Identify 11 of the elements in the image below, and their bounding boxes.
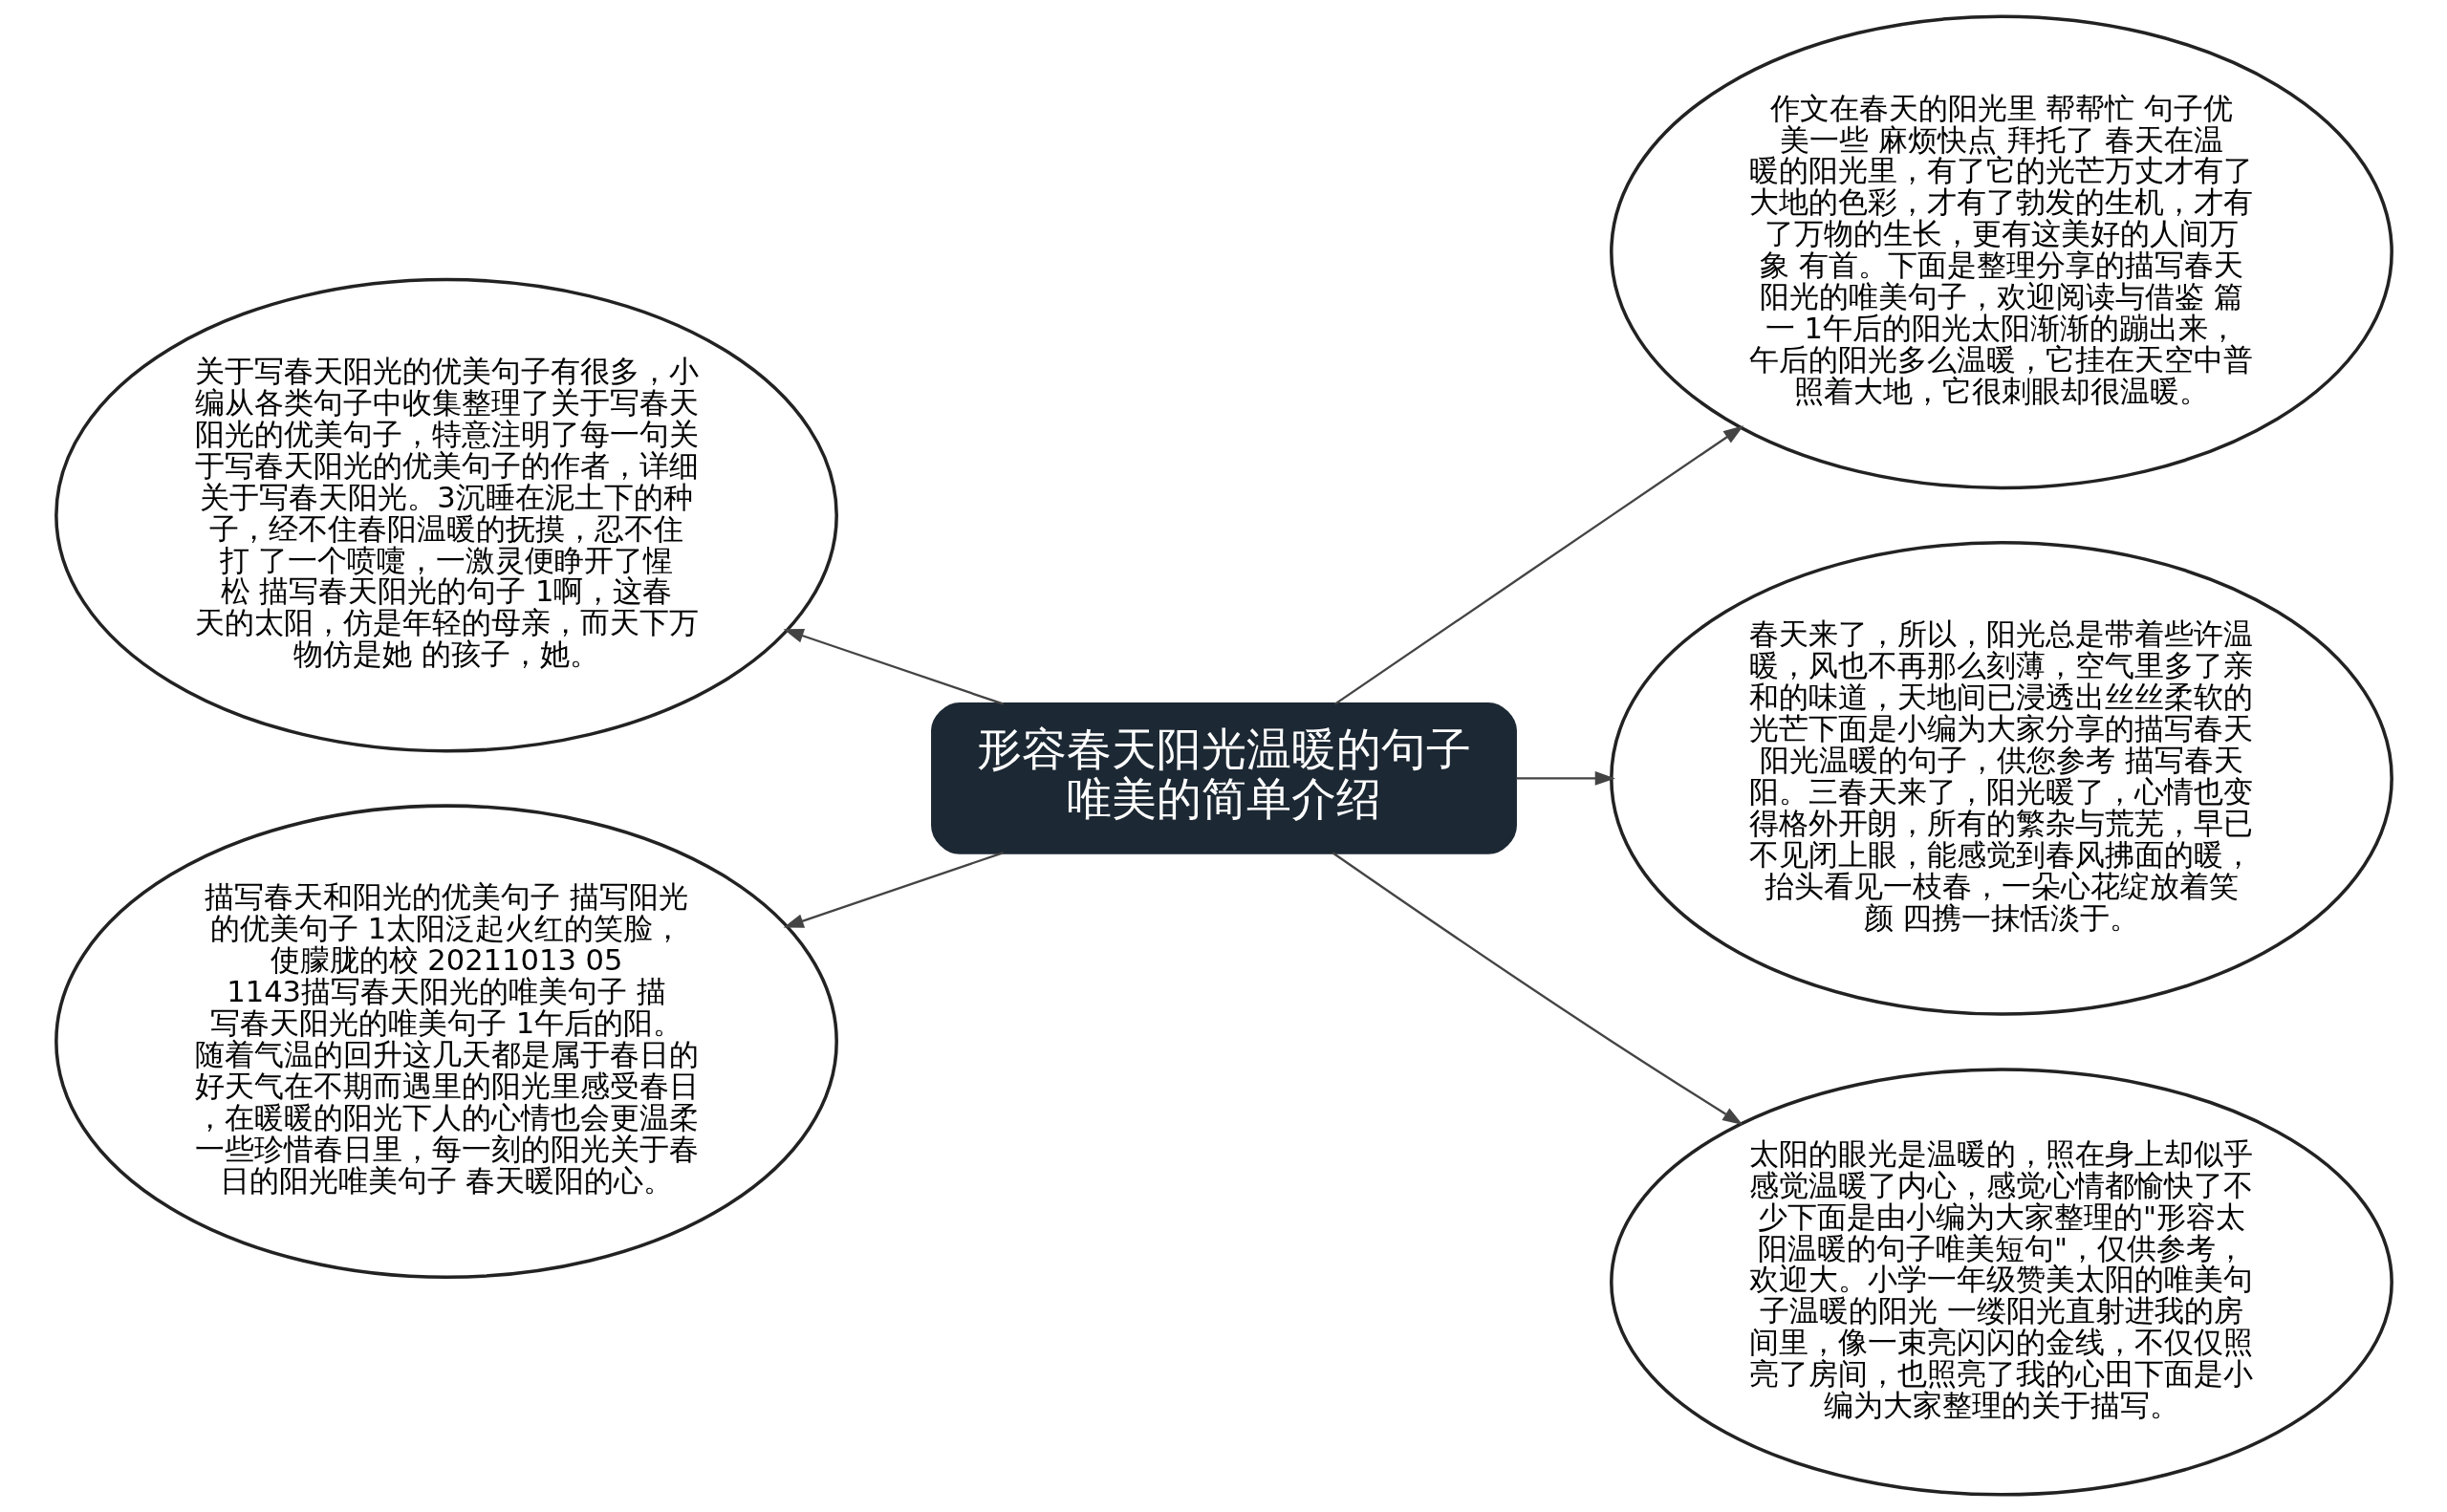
node-ellipse: 太阳的眼光是温暖的，照在身上却似乎感觉温暖了内心，感觉心情都愉快了不少下面是由小编为大家整理的"形容太阳温暖的句子唯美短句"，仅供参考，欢迎大。小学一年级赞美太阳的唯美句子温暖的阳光 一缕阳光直射进我的房间里，像一束亮闪闪的金线，不仅仅照亮了房间，也照亮了我的心田下面是小编为大家整理的关于描写。 (1609, 1068, 2393, 1497)
arrow (1332, 852, 1743, 1126)
arrow (783, 852, 1004, 928)
node-ellipse: 作文在春天的阳光里 帮帮忙 句子优美一些 麻烦快点 拜托了 春天在温暖的阳光里，有了它的光芒万丈才有了大地的色彩，才有了勃发的生机，才有了万物的生长，更有这美好的人间万象 有首。下面是整理分享的描写春天阳光的唯美句子，欢迎阅读与借鉴 篇一 1午后的阳光太阳渐渐的蹦出来，午后的阳光多么温暖，它挂在天空中普照着大地，它很刺眼却很温暖。 (1609, 14, 2393, 490)
node-ellipse: 关于写春天阳光的优美句子有很多，小编从各类句子中收集整理了关于写春天阳光的优美句子，特意注明了每一句关于写春天阳光的优美句子的作者，详细关于写春天阳光。3沉睡在泥土下的种子，经不住春阳温暖的抚摸，忍不住打 了一个喷嚏，一激灵便睁开了惺松 描写春天阳光的句子 1啊，这春天的太阳，仿是年轻的母亲，而天下万物仿是她 的孩子，她。 (54, 277, 838, 753)
arrow (1515, 771, 1615, 786)
node-ellipse: 春天来了，所以，阳光总是带着些许温暖，风也不再那么刻薄，空气里多了亲和的味道，天地间已浸透出丝丝柔软的光芒下面是小编为大家分享的描写春天阳光温暖的句子，供您参考 描写春天阳。三春天来了，阳光暖了，心情也变得格外开朗，所有的繁杂与荒芜，早已不见闭上眼，能感觉到春风拂面的暖，抬头看见一枝春，一朵心花绽放着笑颜 四携一抹恬淡于。 (1609, 541, 2393, 1016)
node-box: 形容春天阳光温暖的句子唯美的简单介绍 (930, 702, 1517, 854)
node-ellipse: 描写春天和阳光的优美句子 描写阳光的优美句子 1太阳泛起火红的笑脸，使朦胧的校 20211013 051143描写春天阳光的唯美句子 描写春天阳光的唯美句子 1午后的阳。随着气温的回升这几天都是属于春日的好天气在不期而遇里的阳光里感受春日，在暖暖的阳光下人的心情也会更温柔一些珍惜春日里，每一刻的阳光关于春日的阳光唯美句子 春天暖阳的心。 (54, 804, 838, 1280)
arrow (1333, 425, 1743, 705)
arrow (783, 629, 1004, 705)
